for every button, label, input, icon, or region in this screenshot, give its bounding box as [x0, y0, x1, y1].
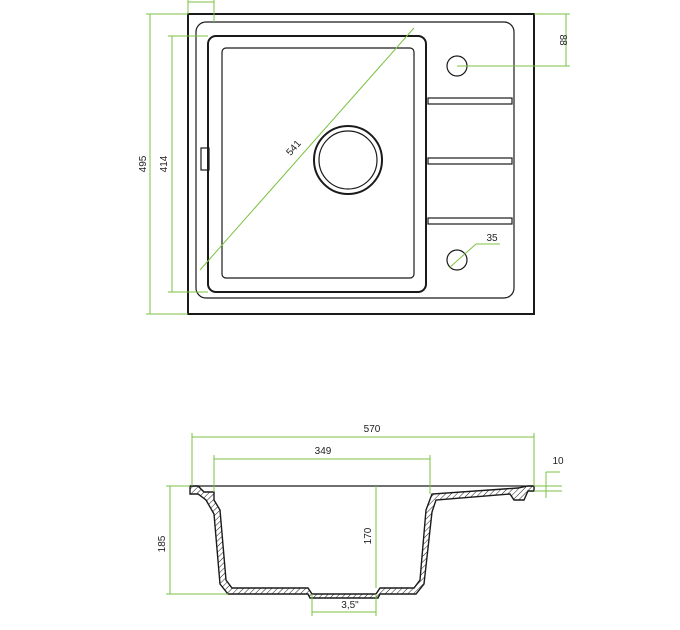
dim-drain-label: 3,5" — [341, 600, 359, 611]
bowl-inner — [221, 47, 415, 279]
dim-overall-width-label: 570 — [364, 424, 381, 435]
dim-line-hole — [448, 243, 477, 269]
sink-inner-rim — [195, 21, 515, 299]
dim-bowl-height-label: 414 — [159, 155, 170, 172]
dim-overall-depth-label: 185 — [157, 535, 168, 552]
bowl-outline — [207, 35, 427, 293]
section-view: 570 349 10 185 170 3,5" — [157, 424, 564, 616]
dim-bowl-depth-label: 170 — [363, 527, 374, 544]
tap-hole-bottom — [446, 249, 468, 271]
dim-top-small-label: 40 — [195, 0, 207, 1]
dim-line-diagonal — [199, 27, 415, 271]
drainboard-rib — [427, 97, 513, 105]
top-view: 40 495 414 541 88 35 — [138, 0, 570, 315]
dim-bowl-width-label: 349 — [315, 446, 332, 457]
dim-overall-height-label: 495 — [138, 155, 149, 172]
dim-offset-label: 88 — [557, 34, 568, 46]
drain-inner — [318, 130, 378, 190]
dim-rim-label: 10 — [552, 456, 564, 467]
drainboard-rib — [427, 157, 513, 165]
drainboard-rib — [427, 217, 513, 225]
sink-outer-outline — [187, 13, 535, 315]
overflow-slot — [200, 147, 210, 171]
drain-outer — [313, 125, 383, 195]
sink-section-profile — [189, 485, 535, 599]
dim-hole-label: 35 — [486, 233, 498, 244]
